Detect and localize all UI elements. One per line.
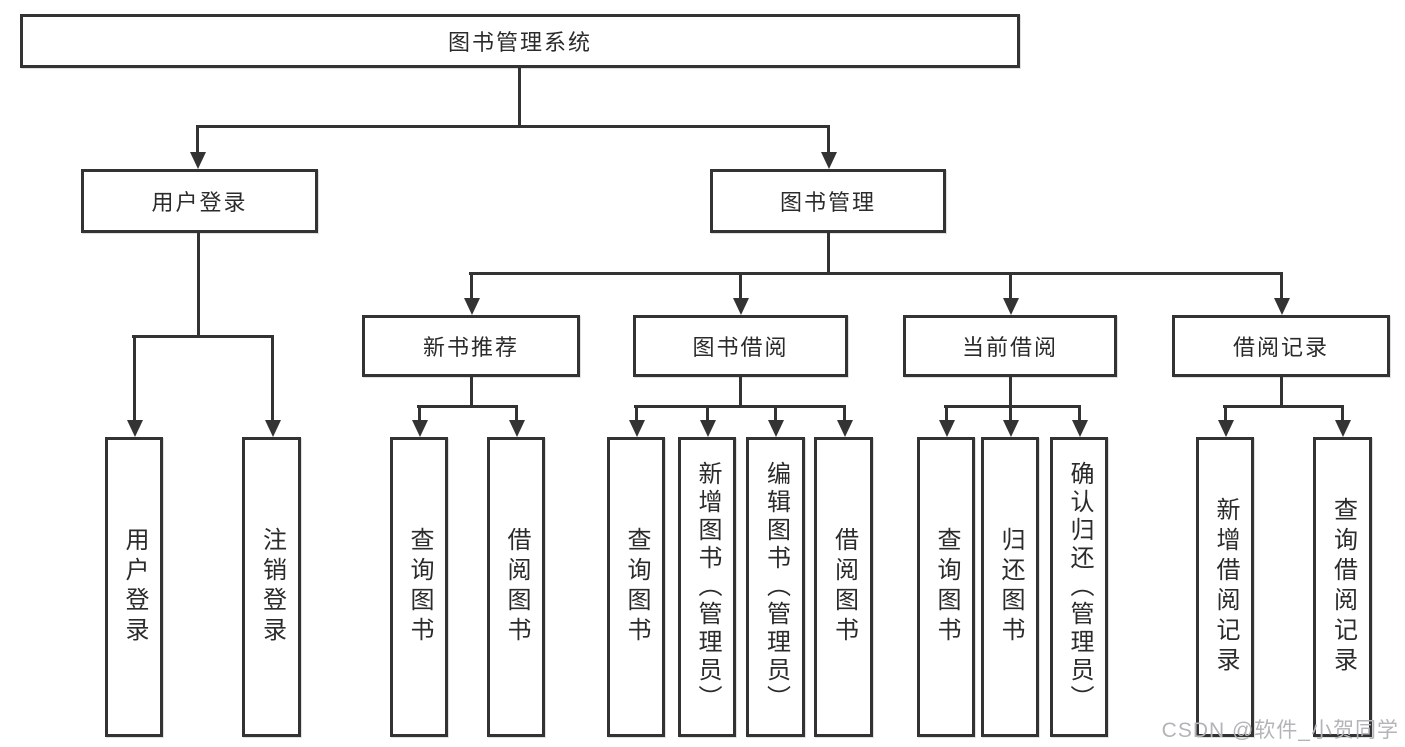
arrow-to-leaf-user-login — [133, 335, 136, 420]
node-current-borrow: 当前借阅 — [903, 315, 1117, 377]
arrow-to-leaf-query-books-borrow — [635, 405, 638, 420]
connector-current-borrow-stub — [1009, 377, 1012, 408]
arrow-to-user-login — [196, 125, 199, 152]
leaf-borrow-books-recommend: 借阅图书 — [487, 437, 545, 737]
arrow-to-leaf-edit-book — [774, 405, 777, 420]
arrow-to-current-borrow — [1009, 272, 1012, 298]
connector-root-stub — [518, 68, 521, 128]
connector-new-book-distribution — [417, 405, 517, 408]
connector-user-login-distribution — [132, 335, 273, 338]
arrow-to-leaf-add-book — [706, 405, 709, 420]
node-book-borrow: 图书借阅 — [633, 315, 848, 377]
leaf-query-books-borrow: 查询图书 — [607, 437, 665, 737]
leaf-query-books-current: 查询图书 — [917, 437, 975, 737]
connector-current-borrow-distribution — [944, 405, 1080, 408]
node-book-management: 图书管理 — [710, 169, 946, 233]
csdn-watermark: CSDN @软件_小贺同学 — [1161, 719, 1399, 742]
arrow-to-borrow-records — [1280, 272, 1283, 298]
leaf-borrow-books: 借阅图书 — [814, 437, 873, 737]
arrow-to-leaf-add-borrow-record — [1224, 405, 1227, 420]
leaf-query-books-recommend: 查询图书 — [390, 437, 448, 737]
connector-root-distribution — [196, 125, 830, 128]
connector-book-management-stub — [827, 233, 830, 275]
leaf-add-borrow-record: 新增借阅记录 — [1196, 437, 1254, 737]
connector-book-borrow-stub — [739, 377, 742, 408]
connector-borrow-record-stub — [1280, 377, 1283, 408]
arrow-to-leaf-query-books-recommend — [418, 405, 421, 420]
leaf-confirm-return-admin: 确认归还（管理员） — [1050, 437, 1108, 737]
arrow-to-leaf-borrow-books — [843, 405, 846, 420]
connector-book-borrow-distribution — [634, 405, 845, 408]
arrow-to-book-borrow — [739, 272, 742, 298]
arrow-to-book-management — [827, 125, 830, 152]
arrow-to-leaf-return-book — [1009, 405, 1012, 420]
leaf-query-borrow-record: 查询借阅记录 — [1313, 437, 1372, 737]
node-user-login: 用户登录 — [81, 169, 318, 233]
connector-book-management-distribution — [469, 272, 1282, 275]
node-root: 图书管理系统 — [20, 14, 1020, 68]
node-new-book-recommend: 新书推荐 — [362, 315, 580, 377]
node-borrow-records: 借阅记录 — [1172, 315, 1390, 377]
leaf-edit-book-admin: 编辑图书（管理员） — [746, 437, 805, 737]
arrow-to-leaf-logout — [271, 335, 274, 420]
arrow-to-leaf-confirm-return — [1078, 405, 1081, 420]
connector-user-login-stub — [197, 233, 200, 338]
arrow-to-leaf-query-books-current — [945, 405, 948, 420]
leaf-return-book: 归还图书 — [981, 437, 1039, 737]
arrow-to-new-book-recommend — [470, 272, 473, 298]
arrow-to-leaf-query-borrow-record — [1341, 405, 1344, 420]
leaf-add-book-admin: 新增图书（管理员） — [678, 437, 736, 737]
leaf-user-login: 用户登录 — [105, 437, 163, 737]
leaf-logout: 注销登录 — [242, 437, 301, 737]
connector-borrow-record-distribution — [1223, 405, 1343, 408]
connector-new-book-stub — [470, 377, 473, 408]
arrow-to-leaf-borrow-books-recommend — [515, 405, 518, 420]
